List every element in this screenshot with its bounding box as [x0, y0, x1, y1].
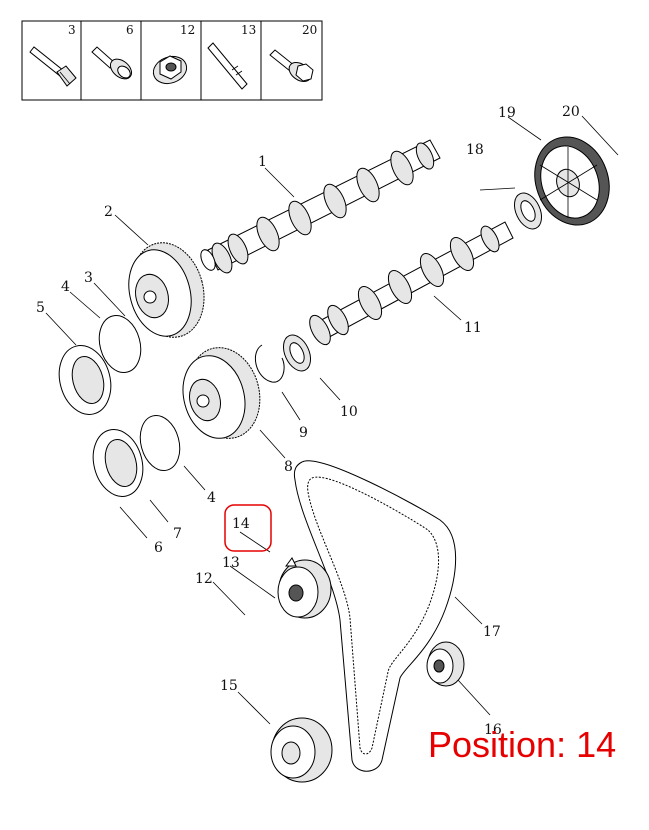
callout-20[interactable]: 20: [562, 104, 580, 120]
callout-7[interactable]: 7: [173, 526, 182, 542]
callout-16[interactable]: 16: [484, 722, 502, 738]
flange-nut-icon: [152, 55, 188, 85]
fastener-number-6[interactable]: 6: [126, 23, 134, 37]
leader-lines: [45, 115, 619, 725]
callout-numbers: 1 2 3 4 5 4 7 6 8 9 10 11 12 13 14 15 16…: [36, 104, 580, 738]
fastener-number-12[interactable]: 12: [180, 23, 195, 37]
seal-upper: [513, 192, 543, 230]
timing-belt: [293, 460, 457, 772]
callout-5[interactable]: 5: [36, 300, 45, 316]
camshaft-upper: [200, 139, 441, 274]
callout-15[interactable]: 15: [220, 678, 238, 694]
callout-13[interactable]: 13: [222, 555, 240, 571]
fastener-number-20[interactable]: 20: [302, 23, 317, 37]
camshaft-sprocket: [534, 136, 610, 226]
o-ring-lower: [139, 415, 181, 471]
callout-4-upper[interactable]: 4: [61, 279, 70, 295]
highlight-box: [224, 504, 272, 552]
cover-upper: [58, 345, 112, 415]
o-ring-upper: [98, 315, 142, 373]
callout-10[interactable]: 10: [340, 404, 358, 420]
long-bolt-icon: [29, 46, 77, 87]
camshaft-lower: [309, 221, 514, 346]
callout-1[interactable]: 1: [258, 154, 267, 170]
fastener-number-3[interactable]: 3: [68, 23, 76, 37]
flange-bolt-icon: [91, 46, 133, 80]
idler-pulley: [426, 641, 465, 687]
callout-11[interactable]: 11: [464, 320, 482, 336]
callout-8[interactable]: 8: [284, 459, 293, 475]
belt-tensioner: [277, 557, 332, 619]
callout-6[interactable]: 6: [154, 540, 163, 556]
vvt-unit-upper: [128, 242, 205, 338]
crankshaft-pulley: [270, 717, 333, 783]
callout-18[interactable]: 18: [466, 142, 484, 158]
fastener-number-13[interactable]: 13: [241, 23, 256, 37]
callout-19[interactable]: 19: [498, 105, 516, 121]
callout-14[interactable]: 14: [232, 516, 250, 532]
cover-lower: [92, 429, 144, 497]
vvt-unit-lower: [182, 347, 261, 439]
position-label: Position: 14: [428, 724, 617, 765]
fastener-box: 3 6 12 13 20: [21, 20, 323, 101]
callout-17[interactable]: 17: [483, 624, 501, 640]
hex-flange-bolt-icon: [269, 49, 314, 83]
callout-2[interactable]: 2: [104, 204, 113, 220]
callout-9[interactable]: 9: [299, 425, 308, 441]
callout-4-lower[interactable]: 4: [207, 490, 216, 506]
circlip: [254, 344, 285, 383]
callout-3[interactable]: 3: [84, 270, 93, 286]
seal-lower: [282, 334, 312, 372]
stud-icon: [207, 42, 248, 90]
callout-12[interactable]: 12: [195, 571, 213, 587]
